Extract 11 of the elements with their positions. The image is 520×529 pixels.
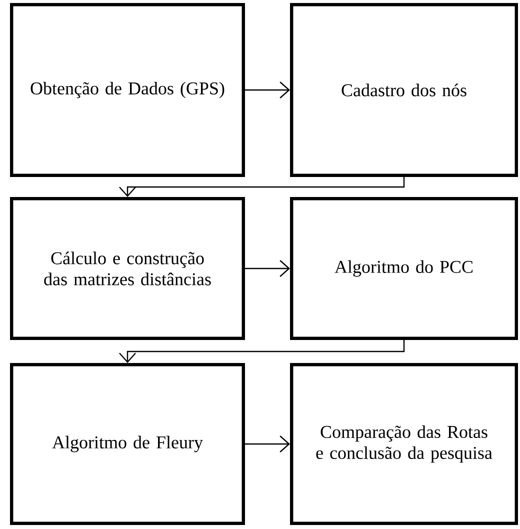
arrow <box>119 177 405 197</box>
arrow <box>245 436 290 452</box>
process-box: Algoritmo de Fleury <box>10 363 245 525</box>
process-box: Cálculo e construção das matrizes distâncias <box>10 197 245 340</box>
arrow <box>245 260 290 277</box>
process-box: Obtenção de Dados (GPS) <box>10 3 245 177</box>
process-box: Cadastro dos nós <box>290 3 518 177</box>
process-box: Comparação das Rotas e conclusão da pesquisa <box>290 363 518 525</box>
arrow <box>119 340 405 363</box>
process-box: Algoritmo do PCC <box>290 197 518 340</box>
arrow <box>245 82 290 98</box>
